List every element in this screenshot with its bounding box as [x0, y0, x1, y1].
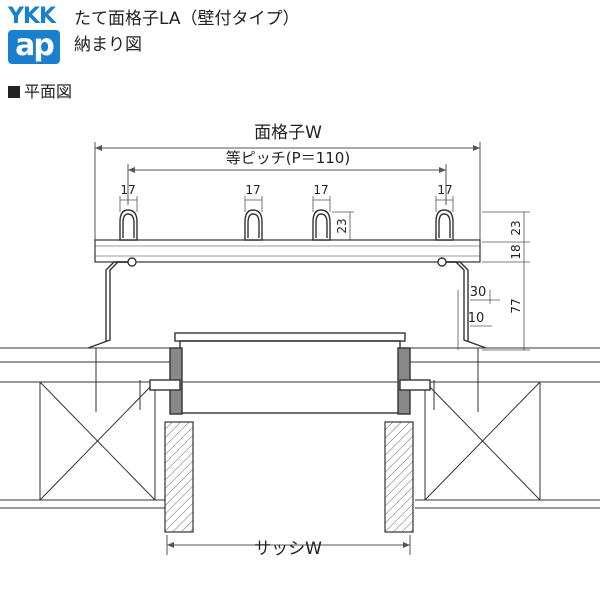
sash-width-label: サッシW — [254, 539, 322, 559]
bracket-30-label: 30 — [470, 285, 487, 300]
section-label-text: 平面図 — [24, 82, 73, 101]
bar-width-dimensions — [119, 196, 454, 241]
wall-section — [0, 347, 600, 509]
right-dim-mid-label: 18 — [509, 244, 523, 259]
overall-width-dimension — [94, 142, 481, 240]
right-dim-bottom-label: 77 — [509, 298, 523, 313]
bar-width-label-4: 17 — [437, 183, 452, 197]
ykk-ap-logo: YKK ap — [8, 6, 64, 64]
sash-width-dimension — [166, 535, 411, 555]
bracket-10-label: 10 — [468, 311, 485, 326]
pitch-label: 等ピッチ(P＝110) — [226, 149, 350, 167]
page-subtitle: 納まり図 — [74, 35, 142, 55]
window-sash — [149, 332, 431, 415]
screws — [95, 348, 479, 412]
bar-depth-label: 23 — [335, 218, 349, 233]
grille-bars — [119, 209, 454, 241]
logo-ap: ap — [8, 30, 60, 64]
grille-bar — [435, 209, 454, 241]
square-bullet-icon — [8, 86, 20, 98]
grille-bar — [244, 209, 263, 241]
grille-bar — [119, 209, 138, 241]
grille-frame — [94, 239, 481, 263]
logo-ykk: YKK — [8, 4, 56, 29]
mounting-brackets — [87, 257, 487, 349]
section-label: 平面図 — [8, 82, 72, 102]
page-title: たて面格子LA（壁付タイプ） — [74, 9, 300, 29]
right-dim-top-label: 23 — [509, 220, 523, 235]
bar-width-label-2: 17 — [245, 183, 260, 197]
bar-width-label-3: 17 — [313, 183, 328, 197]
grille-bar — [312, 209, 331, 241]
overall-width-label: 面格子W — [254, 123, 322, 143]
bar-width-label-1: 17 — [120, 183, 135, 197]
pitch-dimension — [127, 164, 447, 205]
sill-blocks — [164, 421, 414, 533]
